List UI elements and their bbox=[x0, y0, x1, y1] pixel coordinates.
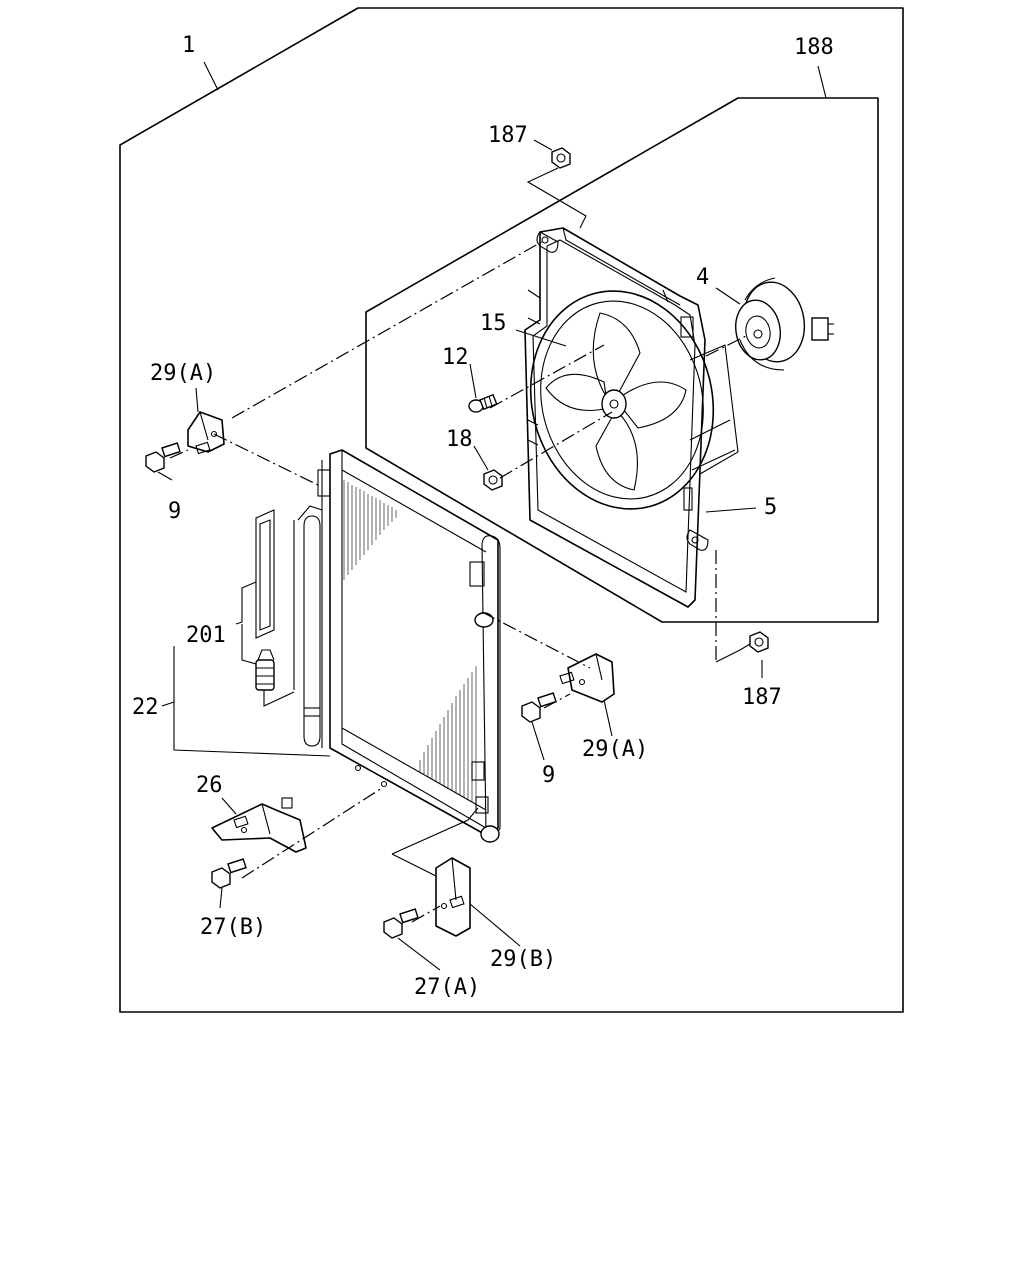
assembly-centerlines bbox=[169, 239, 747, 923]
label-187-top: 187 bbox=[488, 123, 528, 148]
drier-plug bbox=[255, 649, 275, 691]
bracket-29b bbox=[435, 857, 471, 937]
core-fins-bottom bbox=[419, 666, 477, 805]
leader-lines bbox=[157, 61, 827, 971]
label-29b: 29(B) bbox=[490, 947, 556, 972]
callout-labels: 1 188 187 4 15 12 18 5 187 29(A) 9 201 2… bbox=[132, 33, 834, 1000]
label-26: 26 bbox=[196, 773, 223, 798]
nut-187-bottom bbox=[749, 631, 769, 653]
label-5: 5 bbox=[764, 495, 777, 520]
label-188: 188 bbox=[794, 35, 834, 60]
label-4: 4 bbox=[696, 265, 709, 290]
bracket-29a-left bbox=[187, 411, 225, 455]
label-27a: 27(A) bbox=[414, 975, 480, 1000]
bolt-27a bbox=[383, 908, 419, 939]
label-9-left: 9 bbox=[168, 499, 181, 524]
label-12: 12 bbox=[442, 345, 469, 370]
label-15: 15 bbox=[480, 311, 507, 336]
fan-blade bbox=[529, 290, 715, 510]
label-27b: 27(B) bbox=[200, 915, 266, 940]
bracket-29a-right bbox=[559, 653, 615, 703]
label-9-right: 9 bbox=[542, 763, 555, 788]
label-1: 1 bbox=[182, 33, 195, 58]
label-18: 18 bbox=[446, 427, 473, 452]
core-fins-top bbox=[343, 480, 397, 580]
label-29a-right: 29(A) bbox=[582, 737, 648, 762]
nut-187-top bbox=[551, 147, 571, 169]
fan-shroud bbox=[524, 227, 739, 608]
label-22: 22 bbox=[132, 695, 159, 720]
label-29a-left: 29(A) bbox=[150, 361, 216, 386]
bolt-9-left bbox=[145, 442, 181, 473]
fan-subassembly-frame bbox=[365, 97, 879, 623]
condenser bbox=[317, 449, 501, 843]
desiccant-bag bbox=[255, 509, 275, 639]
receiver-drier bbox=[293, 505, 323, 747]
bolt-27b bbox=[211, 858, 247, 889]
fan-motor bbox=[735, 277, 834, 371]
label-187-bottom: 187 bbox=[742, 685, 782, 710]
bracket-26 bbox=[211, 797, 307, 853]
bolt-12 bbox=[468, 393, 498, 413]
assembly-frame bbox=[119, 7, 904, 1013]
label-201: 201 bbox=[186, 623, 226, 648]
bolt-9-right bbox=[521, 692, 557, 723]
nut-18 bbox=[483, 469, 503, 491]
